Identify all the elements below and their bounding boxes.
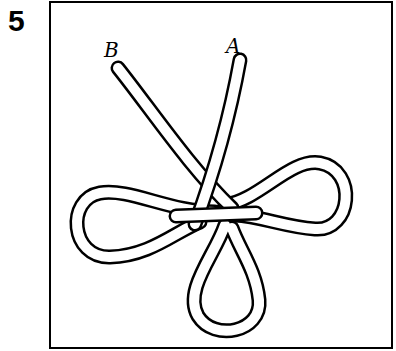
step-number: 5: [8, 6, 25, 36]
rope: [77, 60, 346, 331]
cord-label: A: [226, 36, 240, 56]
cord-label: B: [104, 40, 119, 60]
frame: [50, 2, 392, 348]
